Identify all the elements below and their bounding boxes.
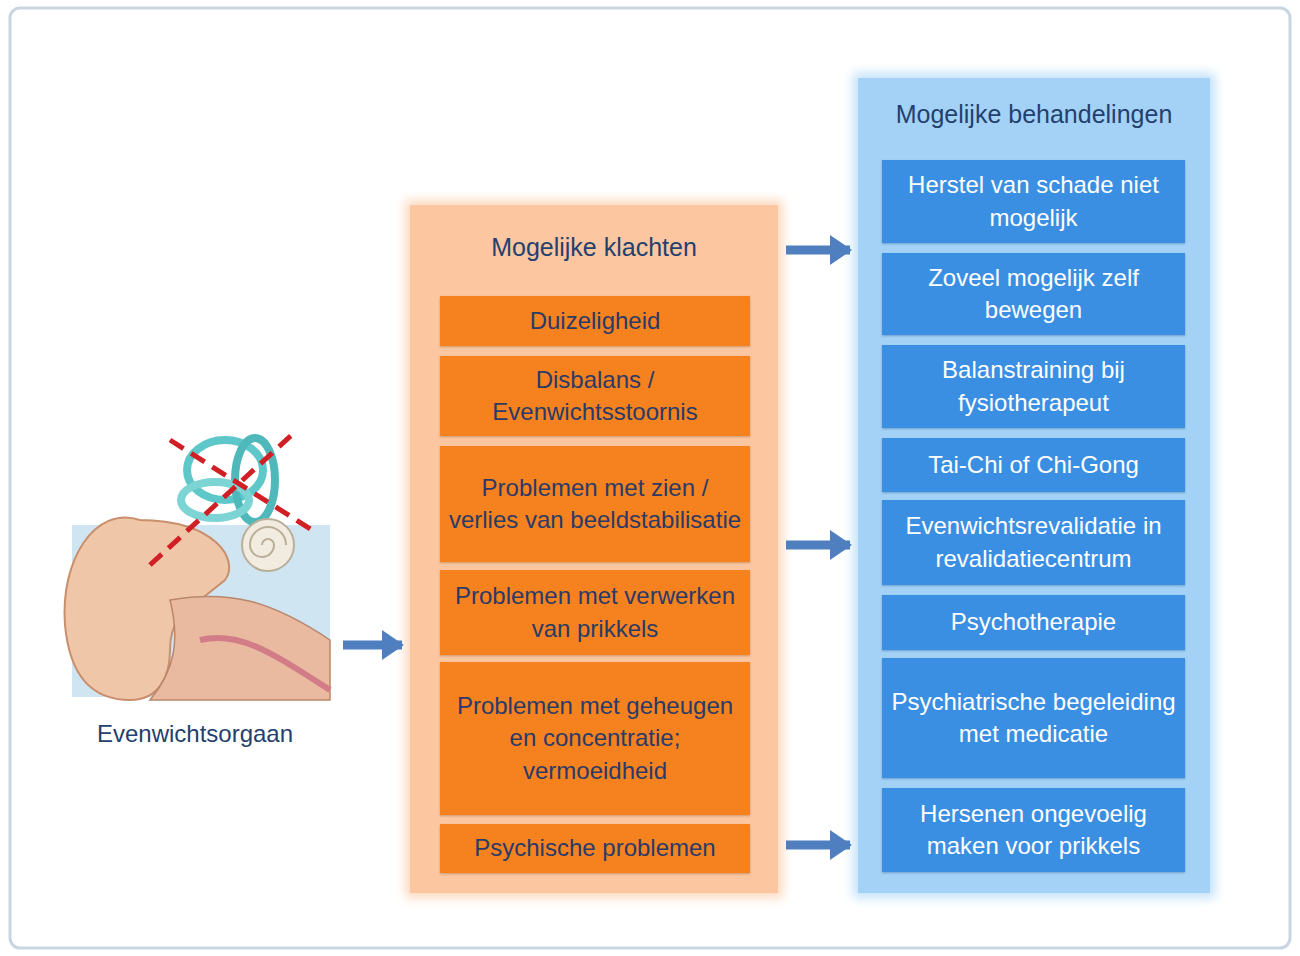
organ-label: Evenwichtsorgaan [55, 720, 335, 748]
cross-line [150, 432, 295, 565]
complaint-box: Problemen met zien / verlies van beeldst… [440, 446, 750, 562]
nerve [200, 638, 330, 690]
cochlea [242, 519, 294, 571]
treatment-box: Hersenen ongevoelig maken voor prikkels [882, 788, 1185, 872]
organ-illustration: Evenwichtsorgaan [55, 430, 335, 750]
complaint-box: Psychische problemen [440, 824, 750, 873]
panel-heading: Mogelijke behandelingen [858, 100, 1210, 129]
treatment-box: Psychotherapie [882, 595, 1185, 650]
flow-arrow [786, 541, 850, 550]
box-text: Herstel van schade niet mogelijk [890, 169, 1177, 234]
box-text: Balanstraining bij fysiotherapeut [890, 354, 1177, 419]
treatments-panel: Mogelijke behandelingenHerstel van schad… [858, 78, 1210, 893]
ear-illustration [65, 432, 330, 700]
box-text: Evenwichtsrevalidatie in revalidatiecent… [890, 510, 1177, 575]
treatment-box: Psychiatrische begeleiding met medicatie [882, 658, 1185, 778]
cross-line [170, 440, 312, 530]
box-text: Disbalans / Evenwichtsstoornis [448, 364, 742, 429]
flow-arrow [786, 841, 850, 850]
box-text: Duizeligheid [530, 305, 661, 337]
cochlea-spiral [250, 527, 286, 557]
treatment-box: Zoveel mogelijk zelf bewegen [882, 253, 1185, 335]
box-text: Psychiatrische begeleiding met medicatie [890, 686, 1177, 751]
complaint-box: Problemen met geheugen en concentratie; … [440, 662, 750, 815]
box-text: Problemen met zien / verlies van beeldst… [448, 472, 742, 537]
treatment-box: Herstel van schade niet mogelijk [882, 160, 1185, 243]
box-text: Problemen met geheugen en concentratie; … [448, 690, 742, 787]
flow-arrow [343, 641, 402, 650]
complaint-box: Duizeligheid [440, 296, 750, 346]
complaint-box: Disbalans / Evenwichtsstoornis [440, 356, 750, 436]
flow-arrow [786, 246, 850, 255]
box-text: Psychische problemen [474, 832, 715, 864]
box-text: Problemen met verwerken van prikkels [448, 580, 742, 645]
complaints-panel: Mogelijke klachtenDuizeligheidDisbalans … [410, 205, 778, 893]
box-text: Hersenen ongevoelig maken voor prikkels [890, 798, 1177, 863]
semicircular-canal [181, 482, 249, 518]
panel-heading: Mogelijke klachten [410, 233, 778, 262]
box-text: Zoveel mogelijk zelf bewegen [890, 262, 1177, 327]
ear-canal [150, 596, 330, 700]
box-text: Psychotherapie [951, 606, 1116, 638]
treatment-box: Tai-Chi of Chi-Gong [882, 438, 1185, 492]
box-text: Tai-Chi of Chi-Gong [928, 449, 1139, 481]
complaint-box: Problemen met verwerken van prikkels [440, 570, 750, 655]
treatment-box: Evenwichtsrevalidatie in revalidatiecent… [882, 500, 1185, 585]
outer-frame [10, 8, 1290, 948]
treatment-box: Balanstraining bij fysiotherapeut [882, 345, 1185, 428]
